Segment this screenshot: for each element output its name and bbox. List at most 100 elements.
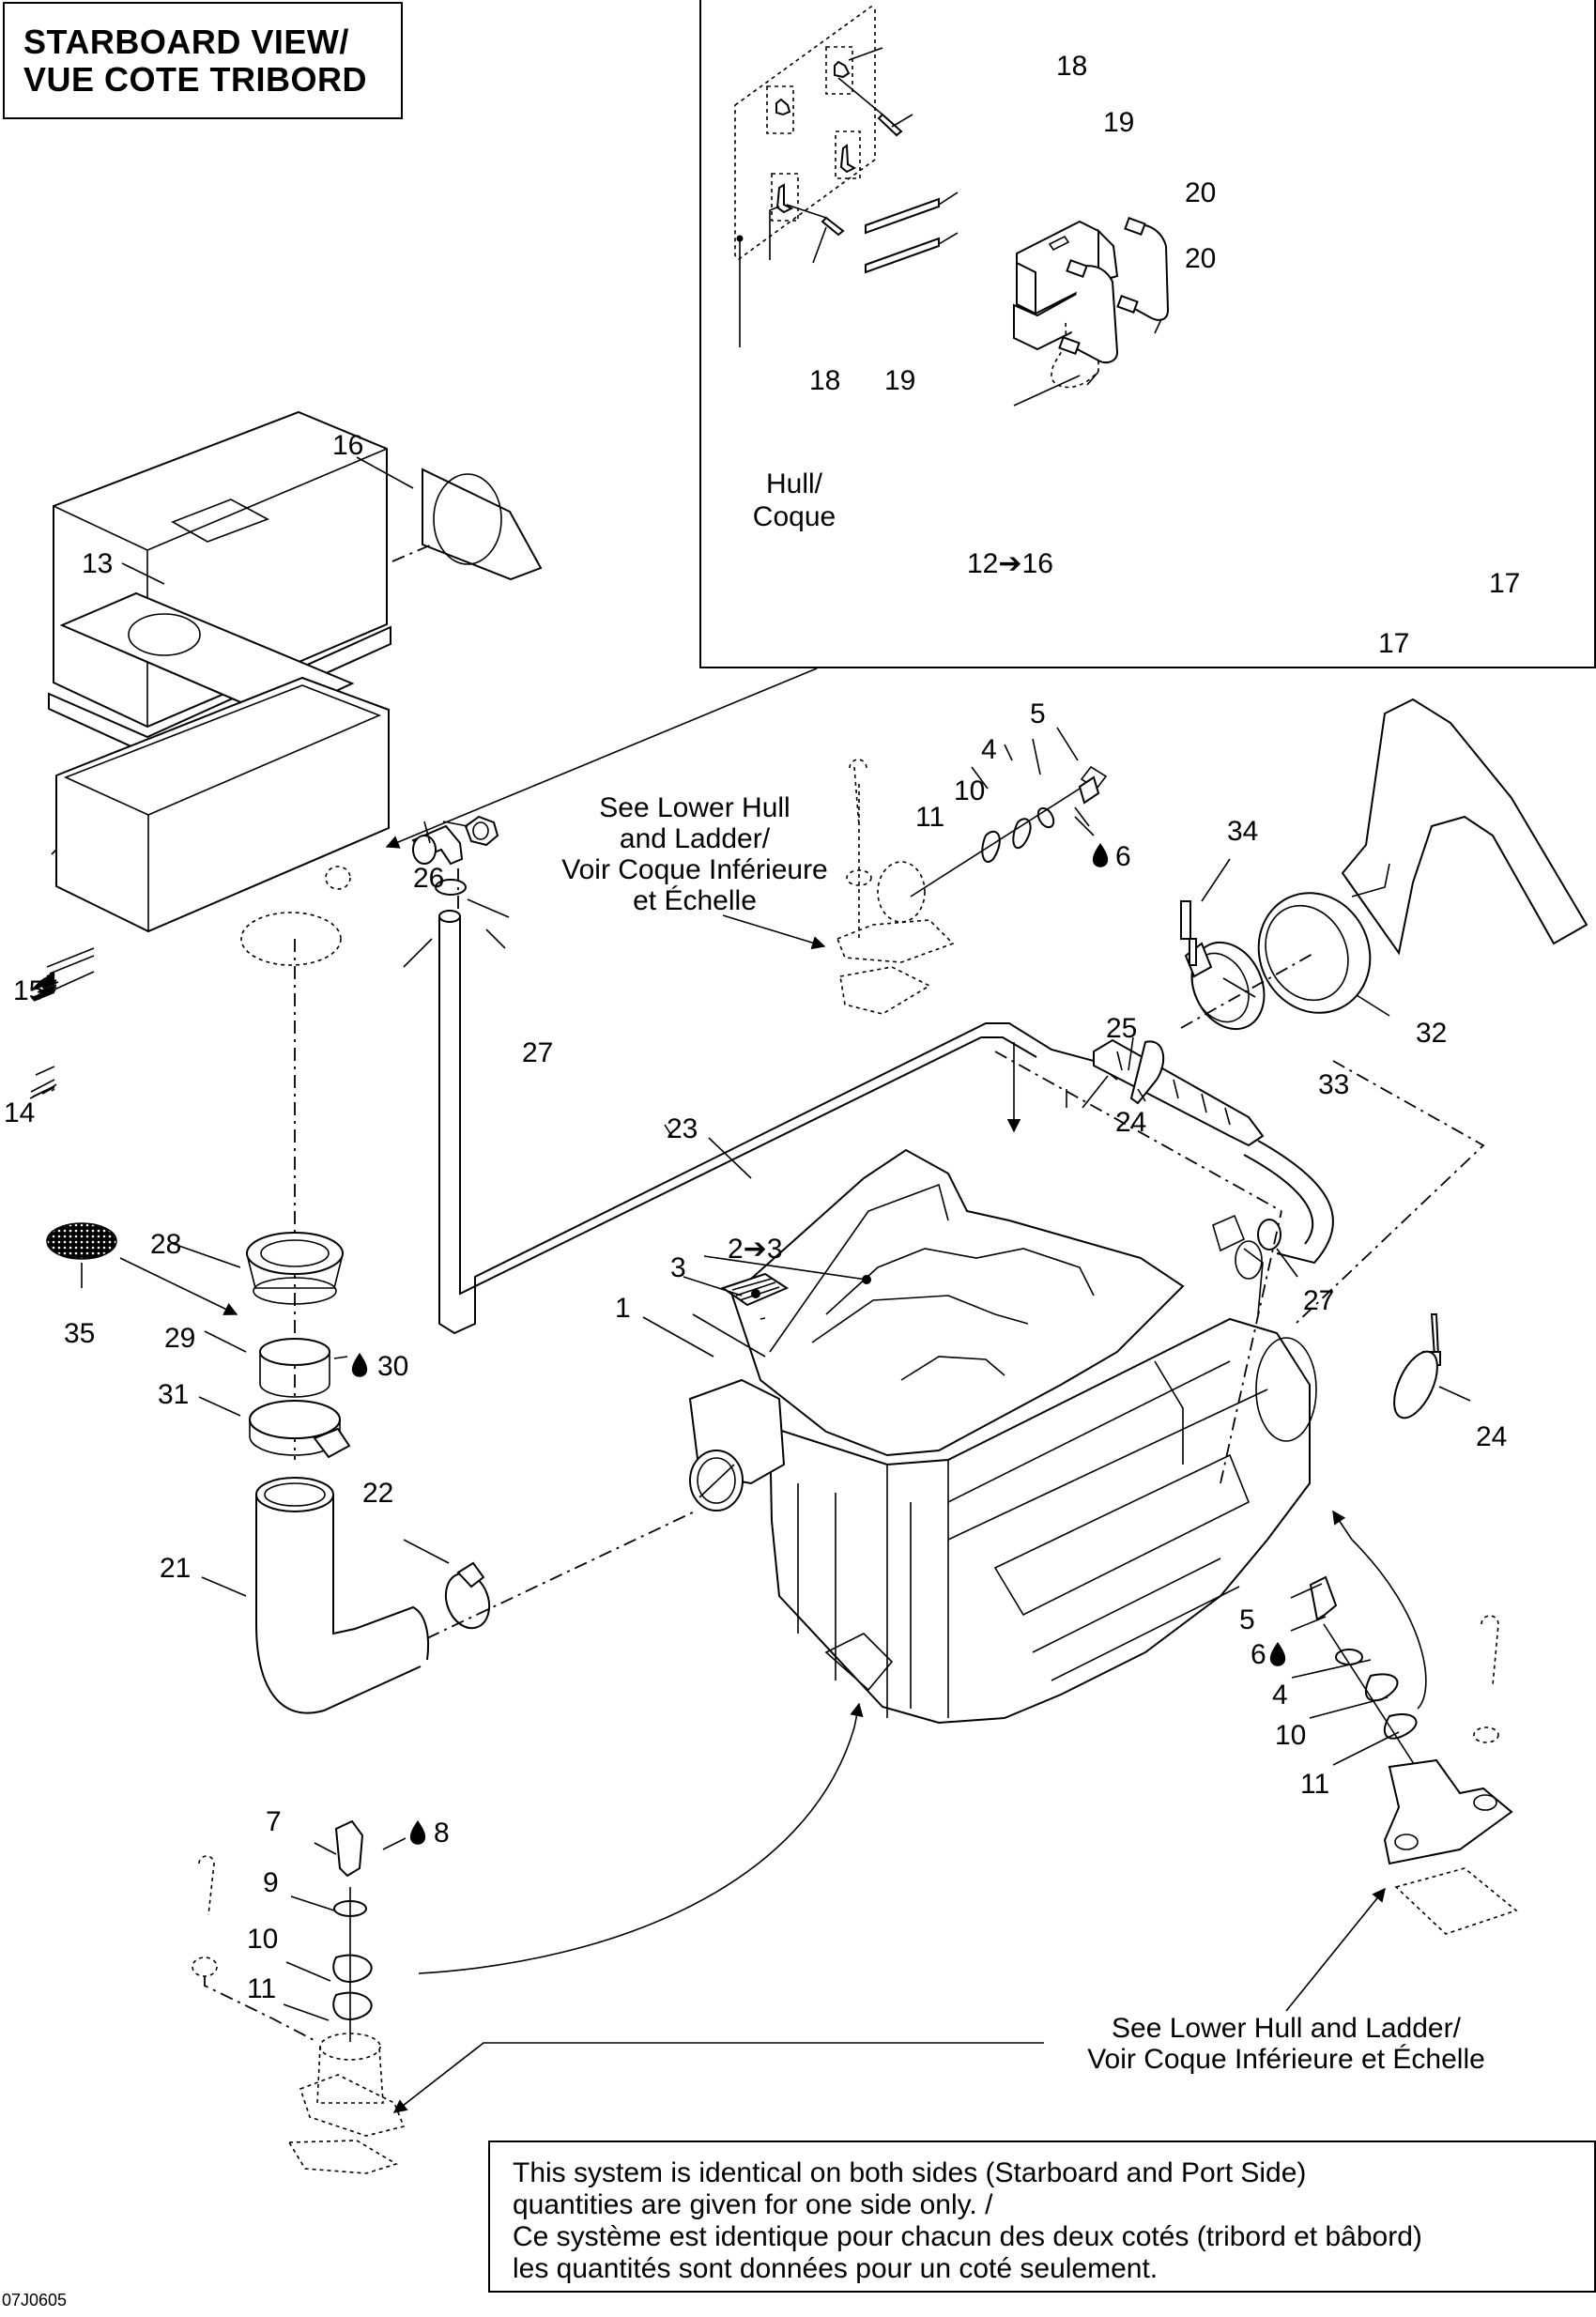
foam-strip-20-upper	[865, 197, 940, 235]
callout-11: 11	[915, 802, 944, 833]
callout-20: 20	[1185, 243, 1216, 274]
callout-34: 34	[1227, 816, 1258, 847]
note-line-4: les quantités sont données pour un coté …	[513, 2253, 1159, 2284]
callout-4: 4	[1272, 1680, 1288, 1711]
callout-31: 31	[158, 1379, 189, 1410]
callout-21: 21	[160, 1553, 191, 1584]
callout-6: 6	[1251, 1639, 1266, 1670]
callout-3: 3	[670, 1252, 686, 1283]
engine-1	[688, 1148, 1317, 1725]
callout-24: 24	[1115, 1107, 1146, 1138]
callout-7: 7	[266, 1806, 282, 1837]
lower-ref-line1: See Lower Hull and Ladder/	[1112, 2013, 1462, 2044]
lower-right-motor-mount	[1309, 1575, 1518, 1935]
callout-20: 20	[1185, 177, 1216, 208]
callout-17: 17	[1489, 568, 1520, 599]
range-callout-12-16: 12➔16	[967, 548, 1053, 579]
screen-install-arrow	[119, 1257, 238, 1315]
lower-left-up-arrow	[850, 1702, 864, 1728]
callout-35: 35	[64, 1318, 95, 1349]
intake-hose-21	[255, 1477, 430, 1714]
lower-ref-line2: Voir Coque Inférieure et Échelle	[1087, 2044, 1485, 2075]
oil-drop-icon	[1269, 1642, 1286, 1666]
hose-clamp-27-right	[1257, 1219, 1281, 1251]
callout-29: 29	[164, 1323, 195, 1354]
hull-panel-outline	[734, 6, 876, 261]
callout-13: 13	[82, 548, 113, 579]
callout-6: 6	[1115, 841, 1131, 872]
callout-19: 19	[1103, 107, 1134, 138]
callout-18: 18	[1056, 51, 1087, 82]
strap-17-right	[1122, 223, 1170, 321]
callout-28: 28	[150, 1229, 181, 1260]
callout-25: 25	[1106, 1013, 1137, 1044]
bracket-lower-right	[835, 130, 861, 179]
hose-engine-axis	[426, 1511, 696, 1639]
lower-right-ref-arrow	[1285, 1887, 1386, 2012]
hose-route-dashes	[994, 1051, 1282, 1484]
hull-label-line1: Hull/	[766, 468, 823, 499]
upper-ref-line4: et Échelle	[633, 885, 757, 916]
inset-pointer-arrow	[385, 667, 818, 849]
intake-adapter-16	[391, 468, 543, 581]
callout-10: 10	[954, 775, 985, 806]
lower-left-ref-arrow	[392, 2042, 1044, 2113]
lower-reference-note: See Lower Hull and Ladder/ Voir Coque In…	[1087, 2013, 1485, 2075]
exhaust-pipe-32	[1257, 698, 1588, 1014]
callout-labels: 18 19 20 20 18 19 17 17 Hull/ Coque 12➔1…	[4, 51, 1520, 2004]
note-line-2: quantities are given for one side only. …	[513, 2189, 993, 2220]
callout-33: 33	[1318, 1069, 1349, 1100]
callout-14: 14	[4, 1097, 35, 1128]
upper-reference-note: See Lower Hull and Ladder/ Voir Coque In…	[561, 792, 828, 916]
cable-tie-24-upper	[1129, 1040, 1165, 1105]
bracket-upper-left	[766, 85, 794, 134]
figure-code: 07J0605	[2, 2291, 68, 2309]
callout-17: 17	[1378, 628, 1409, 659]
callout-10: 10	[1275, 1720, 1306, 1751]
callout-19: 19	[884, 365, 915, 396]
callout-9: 9	[263, 1867, 279, 1898]
hose-clamp-27-left	[435, 879, 467, 896]
callout-leaders	[29, 456, 1471, 2021]
bracket-18-upper	[825, 46, 853, 95]
foam-strip-20-lower	[865, 237, 940, 274]
callout-30: 30	[377, 1351, 408, 1382]
view-title-box: STARBOARD VIEW/ VUE COTE TRIBORD	[3, 2, 403, 119]
upper-ref-line2: and Ladder/	[620, 823, 771, 854]
lower-left-motor-mount	[192, 1819, 406, 2174]
hull-inset	[734, 6, 1170, 407]
oil-drop-icon	[1092, 843, 1109, 867]
lower-right-curve	[1351, 1539, 1427, 1710]
view-title-en: STARBOARD VIEW/	[23, 22, 349, 61]
hull-label-line2: Coque	[753, 501, 836, 532]
exhaust-route-dashes	[1295, 1060, 1485, 1325]
lower-right-up-arrow	[1332, 1510, 1353, 1541]
callout-23: 23	[667, 1113, 698, 1144]
callout-16: 16	[332, 430, 363, 461]
strap-17-left	[1069, 265, 1119, 364]
callout-22: 22	[362, 1478, 393, 1509]
oil-drop-icons	[351, 843, 1286, 1845]
sleeve-29	[259, 1338, 330, 1398]
rivet-19-upper	[877, 113, 903, 137]
callout-32: 32	[1416, 1018, 1447, 1049]
callout-5: 5	[1030, 698, 1046, 729]
callout-4: 4	[981, 734, 997, 765]
callout-8: 8	[434, 1818, 450, 1849]
oil-drop-icon	[351, 1353, 368, 1377]
hull-inset-frame	[699, 0, 1596, 668]
rivet-19-leader-dash-lower	[786, 204, 827, 219]
note-line-3: Ce système est identique pour chacun des…	[513, 2221, 1422, 2252]
note-line-1: This system is identical on both sides (…	[513, 2157, 1307, 2188]
cable-tie-24-lower	[1393, 1313, 1441, 1419]
flame-arrestor-screen-35	[46, 1222, 117, 1260]
callout-dot-3	[751, 1289, 760, 1298]
oil-drop-icon	[409, 1820, 426, 1845]
upper-motor-mount	[836, 759, 1108, 1015]
callout-27: 27	[1303, 1285, 1334, 1316]
adapter-28	[246, 1232, 344, 1305]
hose-clamp-31	[249, 1400, 351, 1459]
pin-34	[1180, 900, 1197, 966]
view-title-fr: VUE COTE TRIBORD	[23, 59, 368, 99]
